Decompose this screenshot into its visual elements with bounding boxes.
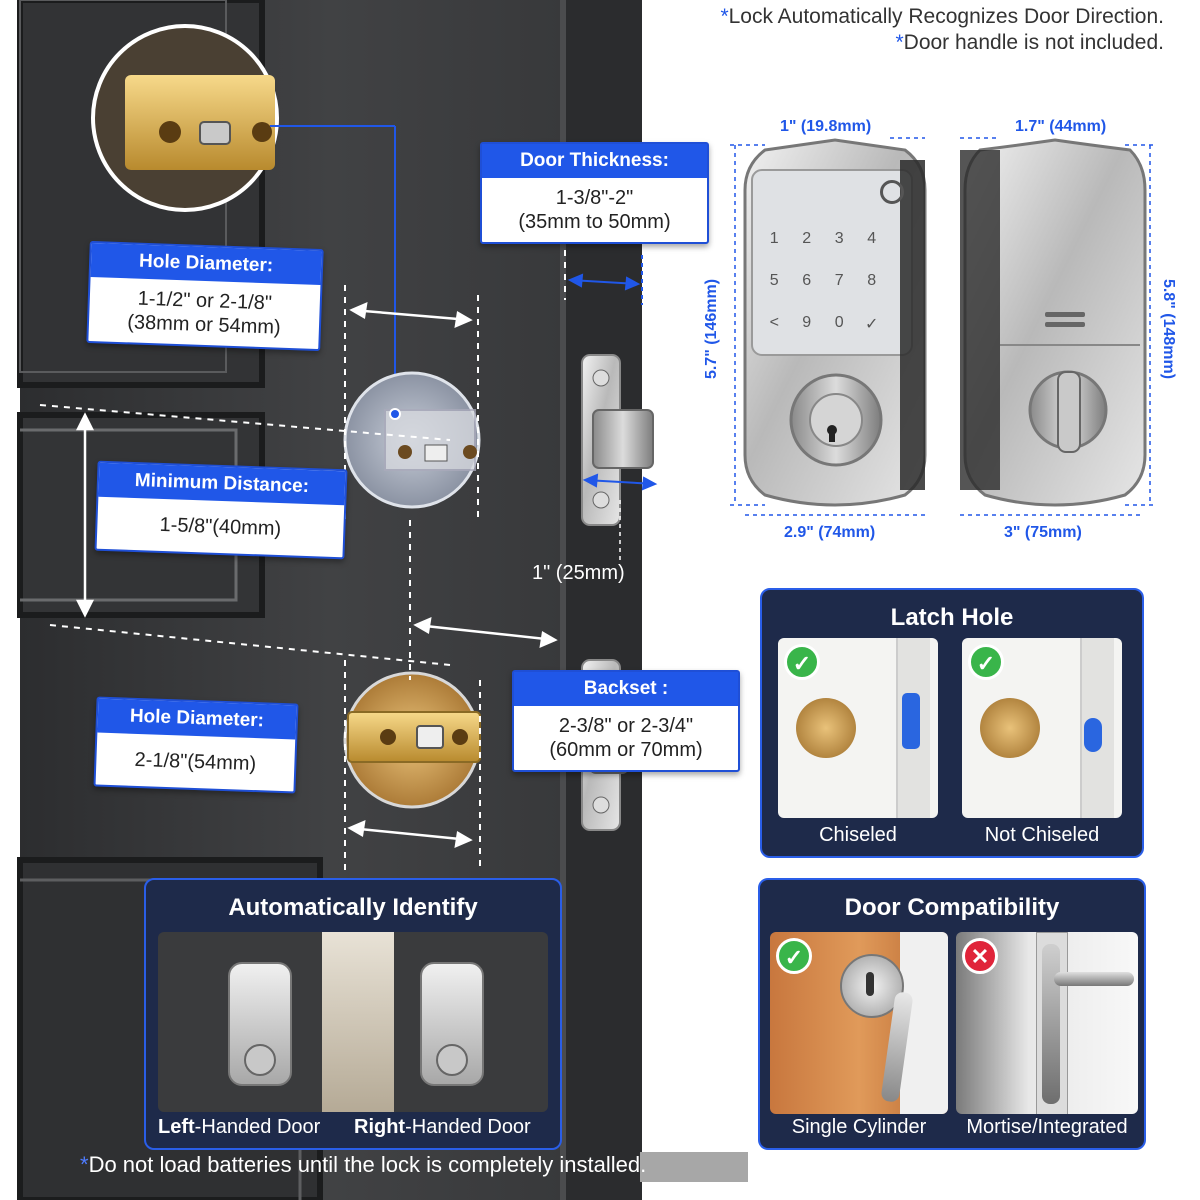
backset-label: Backset : 2-3/8" or 2-3/4" (60mm or 70mm…: [512, 670, 740, 772]
hole-diameter-bottom-label: Hole Diameter: 2-1/8"(54mm): [93, 696, 299, 794]
handle-note: *Door handle is not included.: [895, 30, 1164, 56]
note-asterisk: *: [895, 31, 904, 54]
thumbturn-icon: [244, 1044, 276, 1076]
keypad: 1 2 3 4 5 6 7 8 < 9 0 ✓: [758, 230, 888, 334]
latch-hole-option-caption: Chiseled: [819, 824, 897, 846]
keypad-key: <: [769, 314, 779, 331]
door-thickness-label: Door Thickness: 1-3/8"-2" (35mm to 50mm): [480, 142, 709, 244]
keypad-key: 2: [802, 230, 812, 247]
back-width-dim: 3" (75mm): [1004, 524, 1082, 541]
handle-note-text: Door handle is not included.: [903, 31, 1164, 54]
minimum-distance-value: 1-5/8"(40mm): [159, 513, 282, 541]
fingerprint-icon: [880, 180, 904, 204]
back-height-dim: 5.8" (148mm): [1160, 278, 1178, 380]
single-cylinder-card: ✓: [770, 932, 948, 1114]
note-asterisk: *: [720, 5, 729, 28]
door-compatibility-panel: Door Compatibility ✓ ✕ Single Cylinder M…: [758, 878, 1146, 1150]
latch-hole-chiseled-card: ✓: [778, 638, 938, 818]
back-depth-dim: 1.7" (44mm): [1015, 118, 1107, 135]
check-icon: ✓: [784, 644, 820, 680]
front-width-dim: 2.9" (74mm): [784, 524, 876, 541]
cross-icon: ✕: [962, 938, 998, 974]
hole-diameter-top-label: Hole Diameter: 1-1/2" or 2-1/8" (38mm or…: [86, 240, 324, 352]
latch-hole-title: Latch Hole: [890, 604, 1014, 631]
keypad-key: 1: [769, 230, 779, 247]
keypad-key: ✓: [865, 316, 879, 333]
door-handing-photo: [158, 932, 548, 1112]
door-thickness-title: Door Thickness:: [482, 144, 707, 178]
thumbturn-icon: [436, 1044, 468, 1076]
right-handed-caption: Right-Handed Door: [354, 1116, 531, 1139]
door-compat-option-caption: Mortise/Integrated: [966, 1116, 1128, 1138]
latch-width-label: 1" (25mm): [532, 562, 625, 584]
note-asterisk: *: [80, 1152, 89, 1177]
direction-note: *Lock Automatically Recognizes Door Dire…: [720, 4, 1164, 30]
keypad-key: 0: [834, 314, 844, 331]
keypad-key: 5: [769, 272, 779, 289]
latch-hole-not-chiseled-card: ✓: [962, 638, 1122, 818]
left-handed-rest: -Handed Door: [194, 1116, 321, 1138]
mortise-card: ✕: [956, 932, 1138, 1114]
check-icon: ✓: [776, 938, 812, 974]
battery-warning-text: Do not load batteries until the lock is …: [88, 1152, 647, 1177]
latch-hole-panel: Latch Hole ✓ ✓ Chiseled Not Chiseled: [760, 588, 1144, 858]
backset-value: 2-3/8" or 2-3/4" (60mm or 70mm): [514, 706, 738, 770]
direction-note-text: Lock Automatically Recognizes Door Direc…: [728, 5, 1164, 28]
door-thickness-mm: (35mm to 50mm): [518, 211, 671, 233]
latch-hole-option-caption: Not Chiseled: [984, 824, 1100, 846]
keypad-key: 3: [834, 230, 844, 247]
hole-diameter-top-value: 1-1/2" or 2-1/8" (38mm or 54mm): [88, 277, 320, 349]
right-handed-rest: -Handed Door: [405, 1116, 531, 1138]
keypad-key: 6: [802, 272, 812, 289]
battery-warning: *Do not load batteries until the lock is…: [80, 1152, 646, 1178]
backset-title: Backset :: [514, 672, 738, 706]
minimum-distance-label: Minimum Distance: 1-5/8"(40mm): [94, 460, 348, 560]
left-handed-caption: Left-Handed Door: [158, 1116, 320, 1139]
auto-identify-title: Automatically Identify: [228, 894, 478, 921]
door-thickness-value: 1-3/8"-2" (35mm to 50mm): [482, 178, 707, 242]
backset-inches: 2-3/8" or 2-3/4": [558, 715, 694, 737]
keypad-key: 8: [867, 272, 877, 289]
keypad-key: 4: [867, 230, 877, 247]
keypad-key: 7: [834, 272, 844, 289]
door-compatibility-title: Door Compatibility: [844, 894, 1060, 921]
right-handed-bold: Right: [354, 1116, 406, 1138]
front-depth-dim: 1" (19.8mm): [780, 118, 872, 135]
backset-mm: (60mm or 70mm): [549, 739, 703, 761]
hole-diameter-bottom-value: 2-1/8"(54mm): [134, 748, 257, 776]
keypad-key: 9: [802, 314, 812, 331]
door-compat-option-caption: Single Cylinder: [791, 1116, 927, 1138]
left-handed-bold: Left: [158, 1116, 195, 1138]
check-icon: ✓: [968, 644, 1004, 680]
auto-identify-panel: Automatically Identify Left-Handed Door …: [144, 878, 562, 1150]
keyhole-icon: [866, 972, 874, 996]
front-height-dim: 5.7" (146mm): [703, 278, 721, 380]
door-thickness-inches: 1-3/8"-2": [555, 187, 634, 209]
